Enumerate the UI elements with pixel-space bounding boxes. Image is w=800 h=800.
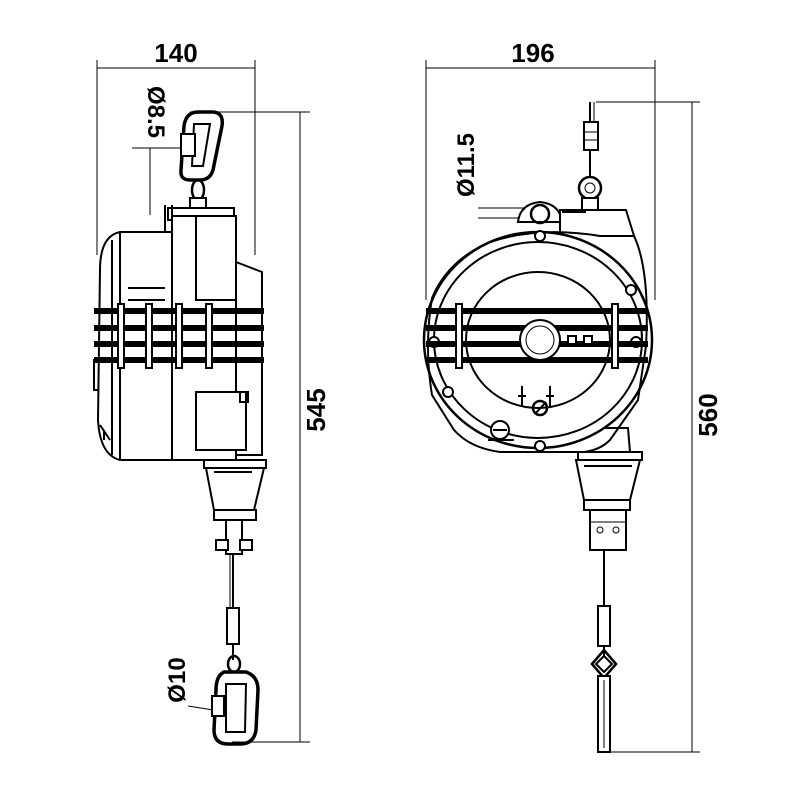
front-housing (422, 230, 654, 461)
side-height-label: 545 (301, 388, 331, 431)
side-body (93, 205, 267, 555)
side-bottom-hole-label: Ø10 (164, 657, 191, 702)
front-bracket (516, 200, 636, 237)
side-top-hole-dimension: Ø8.5 (132, 86, 186, 215)
front-cable (597, 550, 611, 660)
front-top-hole-label: Ø11.5 (453, 133, 480, 197)
front-top-hook (577, 102, 603, 211)
front-top-hole-dimension: Ø11.5 (453, 133, 538, 219)
front-height-dimension: 560 (596, 101, 723, 753)
side-view: 140 545 Ø8.5 Ø10 (93, 38, 331, 746)
side-cable (226, 554, 240, 660)
side-width-label: 140 (154, 38, 197, 68)
side-top-hole-label: Ø8.5 (142, 86, 169, 138)
side-top-carabiner (179, 110, 225, 211)
front-view: 196 560 Ø11.5 (422, 38, 723, 753)
side-bottom-carabiner (211, 654, 260, 746)
side-width-dimension: 140 (96, 38, 256, 255)
front-neck (574, 459, 642, 551)
front-height-label: 560 (693, 393, 723, 436)
front-width-label: 196 (511, 38, 554, 68)
front-bottom-hook (590, 648, 618, 753)
side-height-dimension: 545 (190, 111, 331, 743)
front-width-dimension: 196 (425, 38, 656, 300)
